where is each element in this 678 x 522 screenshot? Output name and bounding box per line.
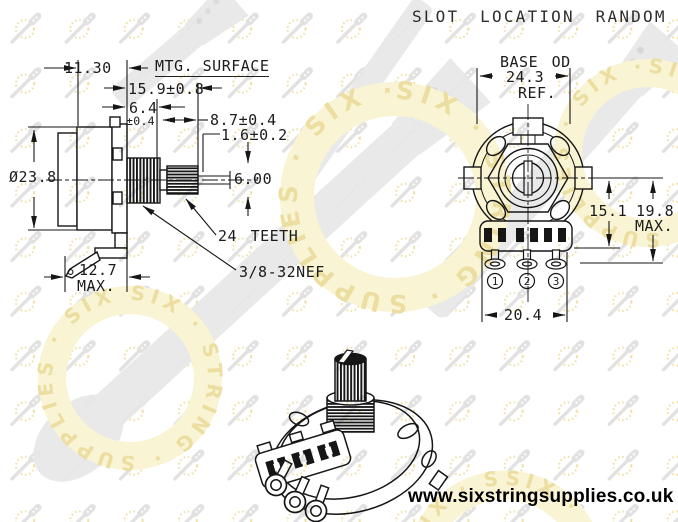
drawing-title: SLOT LOCATION RANDOM <box>412 7 667 26</box>
teeth-label: 24 TEETH <box>218 227 299 245</box>
website-link[interactable]: www.sixstringsupplies.co.uk <box>408 486 674 507</box>
thread-label: 3/8-32NEF <box>239 263 325 281</box>
dim-center-height-label: 15.1 <box>589 202 628 220</box>
dim-base-od-note: REF. <box>518 84 557 102</box>
dim-slot-width-label: 1.6±0.2 <box>221 126 288 144</box>
terminal-number-2: 2 <box>523 275 531 288</box>
dim-depth-label: 11.30 <box>64 59 112 77</box>
dim-overall-height-note: MAX. <box>635 217 674 235</box>
dim-bushing-tol-label: ±0.4 <box>126 114 155 128</box>
side-view-drawing <box>57 116 231 279</box>
dim-shaft-dia-label: 6.00 <box>234 170 273 188</box>
dim-body-dia-label: Ø23.8 <box>9 168 57 186</box>
dim-lug-offset-note: MAX. <box>77 277 116 295</box>
terminal-number-3: 3 <box>552 275 560 288</box>
mtg-surface-label: MTG. SURFACE <box>155 57 270 77</box>
dim-shaft-length-label: 15.9±0.8 <box>128 80 205 98</box>
dim-lug-span-label: 20.4 <box>504 306 543 324</box>
terminal-number-1: 1 <box>491 275 499 288</box>
